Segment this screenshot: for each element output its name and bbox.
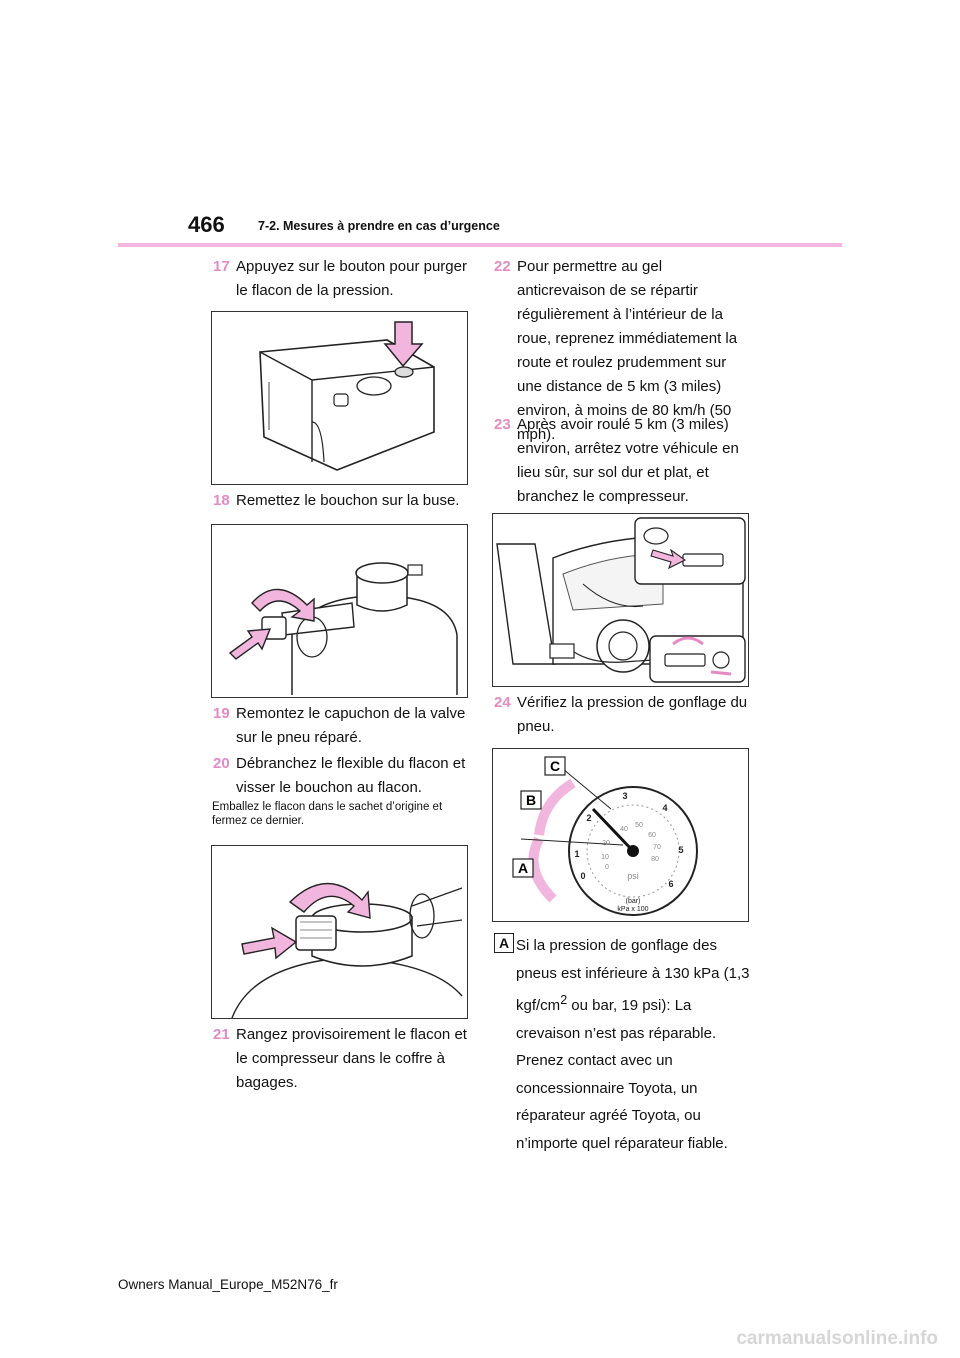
rotate-arrow-icon [288,882,371,919]
step-number: 18 [213,492,230,509]
note-a-text-part2: ou bar, 19 psi): La crevaison n’est pas … [516,997,728,1152]
bar-tick: 2 [586,813,591,823]
psi-unit: psi [627,871,639,881]
step-text: Rangez provisoirement le flacon et le co… [236,1026,467,1091]
step-number: 17 [213,258,230,275]
note-a-text-part1: Si la pression de gonflage des pneus est… [516,937,750,1014]
bar-tick: 3 [622,791,627,801]
step-20-note: Emballez le flacon dans le sachet d’orig… [212,801,443,827]
pressure-gauge-illustration: C B A 0 1 2 3 4 5 6 0 10 20 40 50 60 70 … [512,756,698,916]
insert-arrow-icon [650,548,687,570]
bar-tick: 4 [662,803,667,813]
range-a-arc [528,836,557,903]
bottle-cap-illustration [231,882,463,1018]
step-18: 18 Remettez le bouchon sur la buse. [213,489,473,513]
note-a-text: Si la pression de gonflage des pneus est… [516,932,754,1157]
step-number: 21 [213,1026,230,1043]
step-number: 19 [213,705,230,722]
psi-tick: 20 [602,840,610,847]
footer-text: Owners Manual_Europe_M52N76_fr [118,1277,338,1292]
psi-tick: 0 [605,864,609,871]
step-23: 23 Après avoir roulé 5 km (3 miles) envi… [494,413,754,509]
push-arrow-icon [228,628,272,660]
car-connection-illustration [496,517,746,683]
turn-arrow-icon [672,636,704,646]
step-number: 24 [494,694,511,711]
step-text: Après avoir roulé 5 km (3 miles) environ… [517,416,739,505]
figure-car-compressor [492,513,749,687]
gauge-label-b: B [526,792,536,808]
figure-nozzle-cap [211,524,468,698]
psi-tick: 80 [651,856,659,863]
note-a-label-box: A [494,933,514,953]
turn-arrow-icon [710,670,732,676]
psi-tick: 40 [620,826,628,833]
step-text: Débranchez le flexible du flacon et viss… [236,755,466,796]
note-a-label: A [494,933,514,953]
step-19: 19 Remontez le capuchon de la valve sur … [213,702,473,750]
step-21: 21 Rangez provisoirement le flacon et le… [213,1023,473,1095]
bottle-nozzle-illustration [228,562,458,695]
rotate-arrow-icon [251,588,315,622]
psi-tick: 50 [635,822,643,829]
gauge-label-a: A [518,860,528,876]
step-text: Remettez le bouchon sur la buse. [236,492,460,509]
bar-tick: 0 [580,871,585,881]
bar-tick: 1 [574,849,579,859]
section-title: 7-2. Mesures à prendre en cas d’urgence [258,219,500,233]
kpa-unit: kPa x 100 [617,906,648,913]
watermark: carmanualsonline.info [736,1328,938,1349]
step-text: Appuyez sur le bouton pour purger le fla… [236,258,467,299]
bar-tick: 5 [678,845,683,855]
push-arrow-icon [241,926,298,960]
note-a-superscript: 2 [560,993,568,1007]
step-text: Vérifiez la pression de gonflage du pneu… [517,694,748,735]
step-17: 17 Appuyez sur le bouton pour purger le … [213,255,473,303]
figure-bottle-cap [211,845,468,1019]
step-number: 20 [213,755,230,772]
figure-compressor-button [211,311,468,485]
compressor-illustration [259,321,435,471]
range-b-arc [534,778,576,836]
page-number: 466 [188,212,225,237]
step-text: Pour permettre au gel anticrevaison de s… [517,258,738,443]
step-number: 23 [494,416,511,433]
psi-tick: 70 [653,844,661,851]
step-number: 22 [494,258,511,275]
step-20: 20 Débranchez le flexible du flacon et v… [213,752,473,800]
inset-plug [634,517,746,585]
step-text: Remontez le capuchon de la valve sur le … [236,705,466,746]
psi-tick: 60 [648,832,656,839]
bar-unit: (bar) [626,898,641,905]
figure-pressure-gauge: C B A 0 1 2 3 4 5 6 0 10 20 40 50 60 70 … [492,748,749,922]
header-rule [118,243,842,247]
bar-tick: 6 [668,879,673,889]
psi-tick: 10 [601,854,609,861]
press-arrow-icon [383,321,424,368]
step-22: 22 Pour permettre au gel anticrevaison d… [494,255,754,447]
gauge-label-c: C [550,758,560,774]
step-24: 24 Vérifiez la pression de gonflage du p… [494,691,754,739]
